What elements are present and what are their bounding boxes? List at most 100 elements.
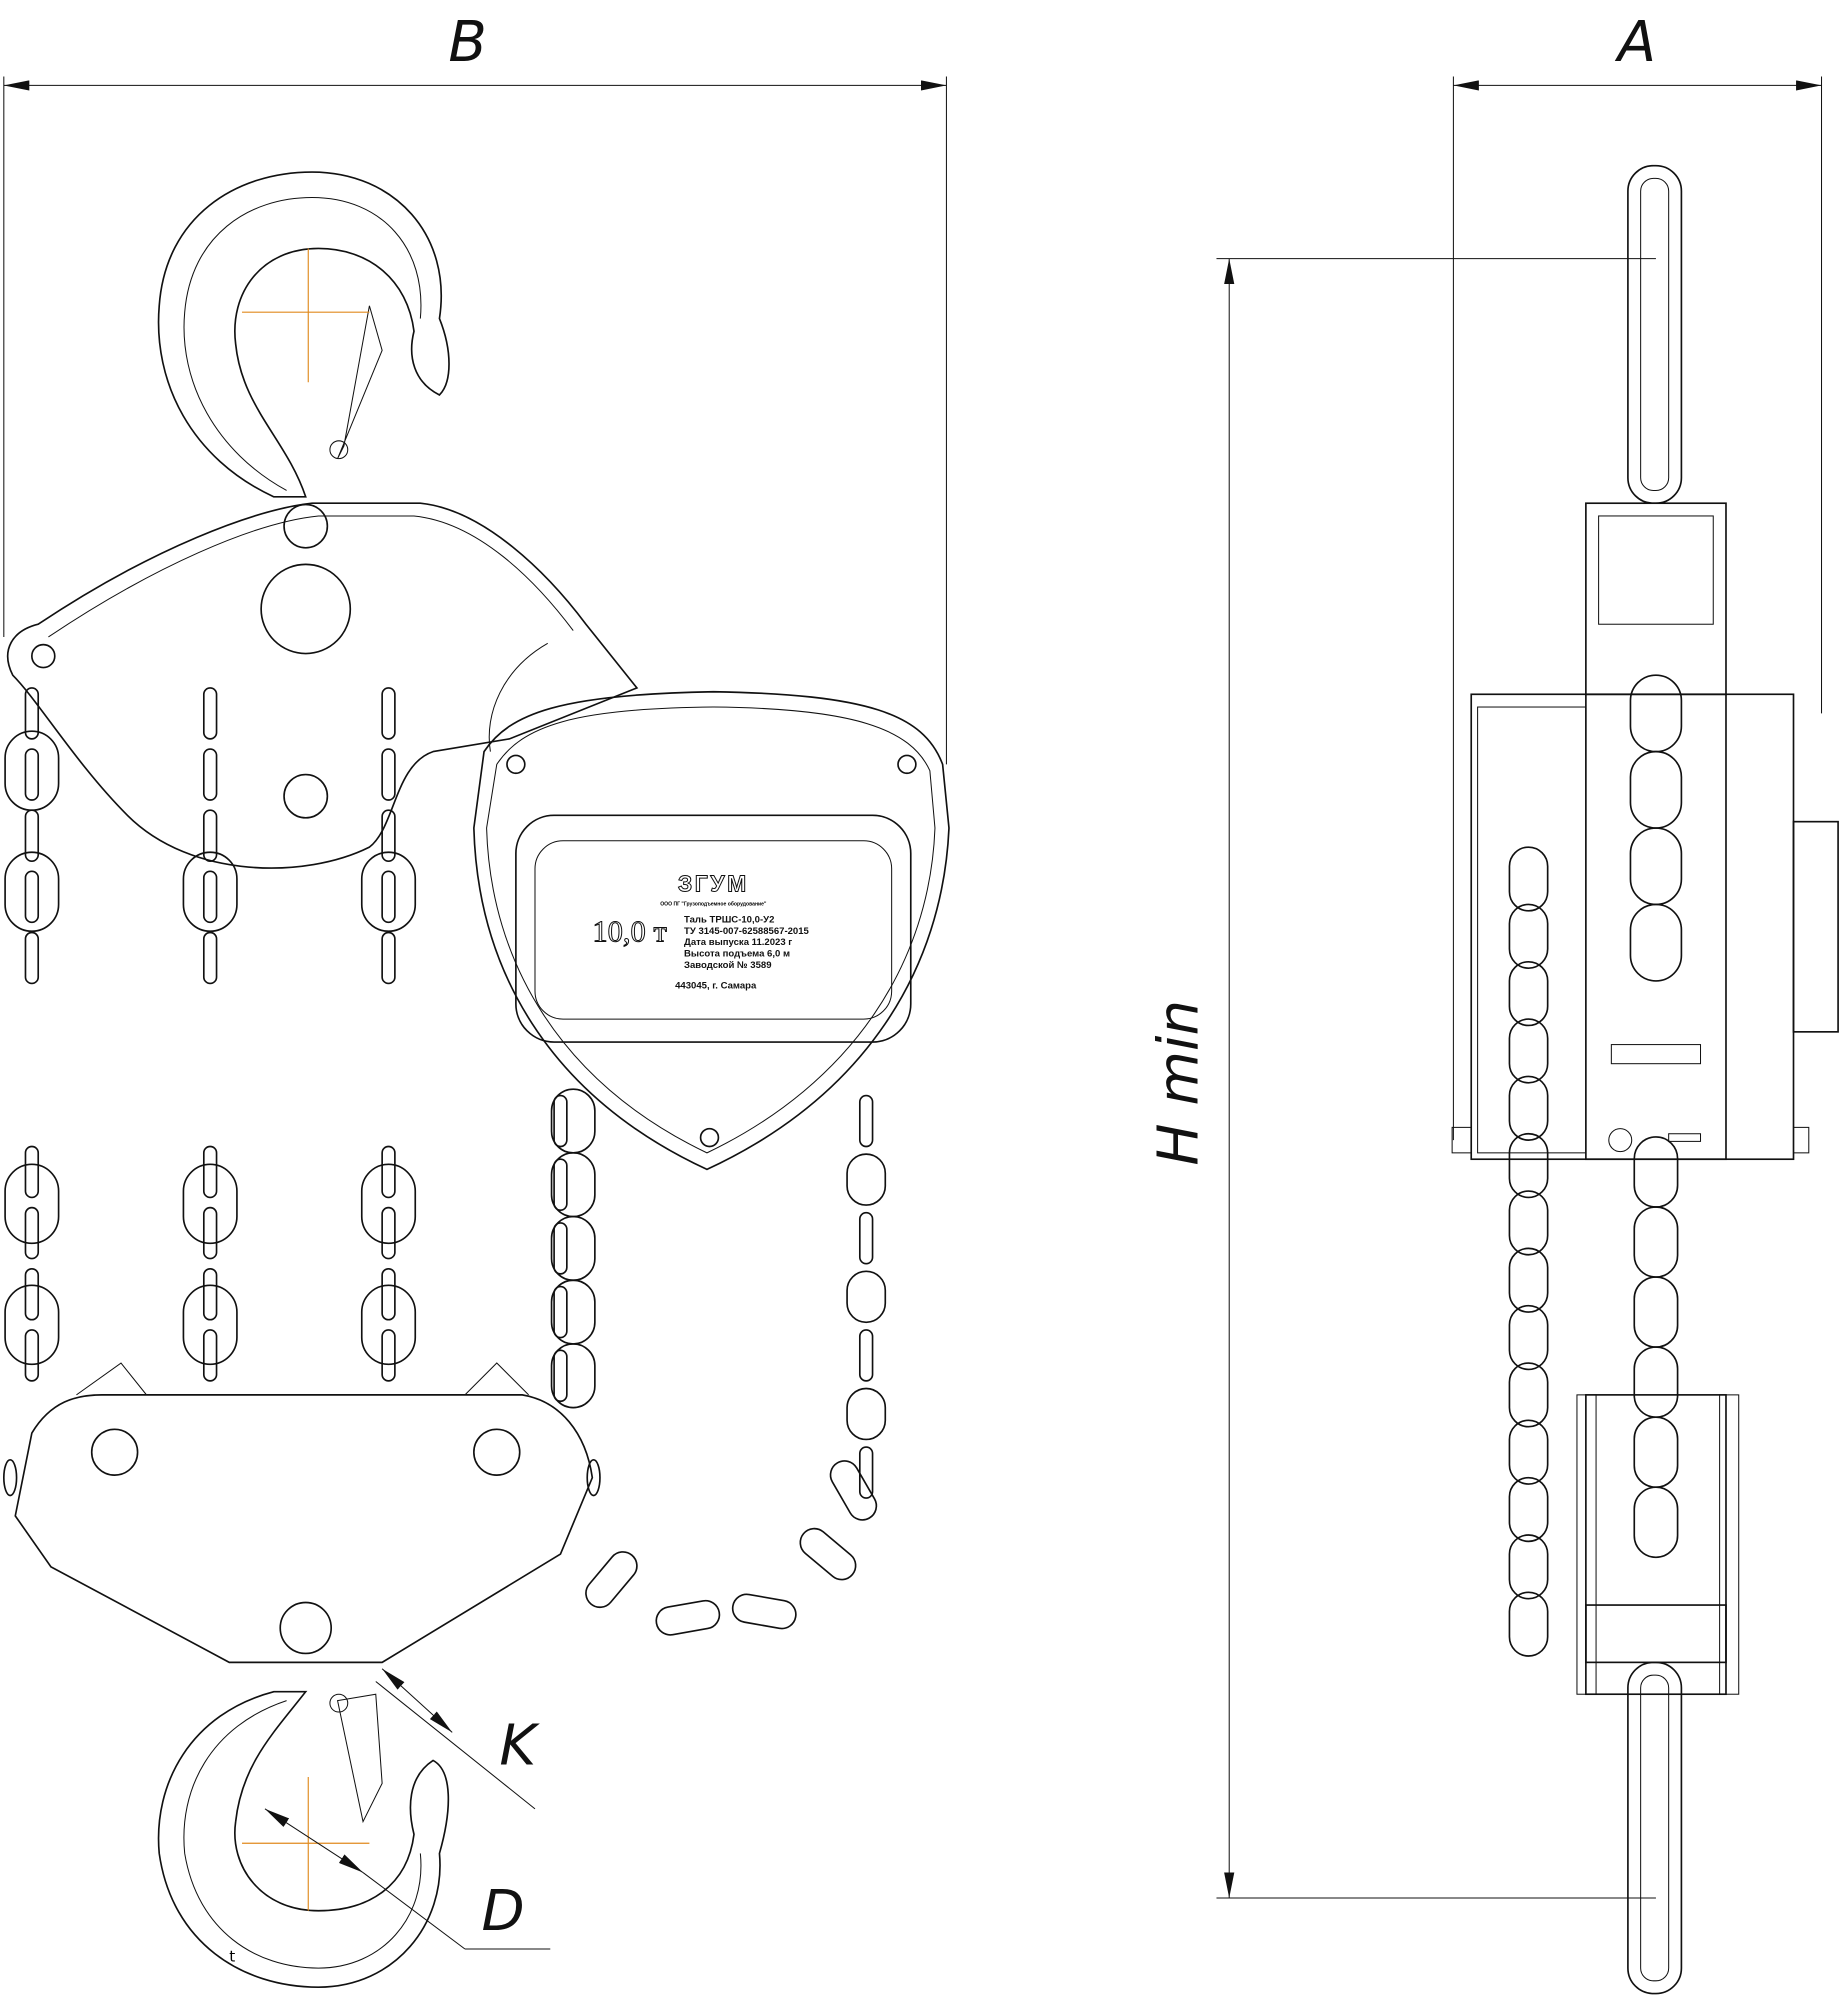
chain-link	[202, 870, 218, 924]
chain-link	[1508, 1419, 1549, 1485]
chain-link	[1629, 750, 1683, 829]
chain-link	[846, 1153, 887, 1206]
dimension-h-min-label: H min	[1146, 1000, 1211, 1166]
chain-link	[1508, 1132, 1549, 1199]
chain-link	[4, 1284, 60, 1366]
chain-link	[655, 1599, 721, 1636]
bottom-hook-block	[2, 1362, 601, 1664]
chain-link	[1508, 1190, 1549, 1256]
chain-link	[846, 1270, 887, 1324]
chain-link	[24, 1267, 40, 1321]
chain-link	[4, 1163, 60, 1245]
chain-link	[182, 1284, 238, 1366]
dimension-h-min: H min	[1146, 258, 1656, 1899]
chain-link	[1508, 1362, 1549, 1428]
plate-address: 443045, г. Самара	[675, 981, 757, 992]
chain-link	[24, 870, 40, 924]
chain-link	[1508, 1075, 1549, 1141]
chain-link	[1633, 1276, 1679, 1348]
chain-link	[381, 931, 396, 985]
chain-link	[360, 1163, 417, 1245]
chain-link	[24, 1329, 40, 1382]
chain-link	[24, 809, 40, 862]
chain-link	[553, 1158, 568, 1212]
chain-link	[553, 1222, 568, 1275]
chain-link	[1508, 903, 1549, 969]
chain-link	[24, 1206, 40, 1260]
chain-link	[1629, 674, 1683, 753]
hook-marking: t	[229, 1948, 235, 1966]
top-hook	[157, 171, 450, 498]
capacity-label: 10,0 т	[592, 914, 666, 948]
chain-link	[4, 730, 60, 812]
chain-link	[799, 1527, 857, 1581]
chain-link	[1633, 1136, 1679, 1208]
chain-link	[202, 1206, 218, 1260]
chain-link	[381, 687, 396, 740]
chain-link	[1508, 846, 1549, 912]
chain-link	[1633, 1486, 1679, 1559]
plate-line: Таль ТРШС-10,0-У2	[684, 914, 774, 925]
dimension-d: D	[264, 1808, 551, 1950]
chain-link	[1633, 1346, 1679, 1418]
dimension-b: B	[3, 10, 947, 765]
chain-link	[846, 1387, 887, 1441]
chain-link	[381, 1206, 396, 1260]
chain-link	[202, 748, 218, 801]
chain-link	[24, 1145, 40, 1199]
chain-link	[182, 851, 238, 933]
load-chains	[4, 674, 1683, 1657]
chain-link	[360, 851, 417, 933]
chain-link	[182, 1163, 238, 1245]
plate-line: Заводской № 3589	[684, 960, 772, 971]
plate-line: Высота подъема 6,0 м	[684, 949, 790, 960]
dimension-d-label: D	[481, 1879, 524, 1944]
chain-link	[1633, 1206, 1679, 1278]
chain-link	[381, 870, 396, 924]
chain-link	[381, 748, 396, 801]
chain-link	[1508, 1247, 1549, 1313]
chain-link	[1508, 960, 1549, 1027]
chain-link	[550, 1279, 596, 1345]
chain-link	[550, 1088, 596, 1154]
chain-link	[858, 1446, 874, 1499]
chain-link	[550, 1215, 596, 1282]
top-body-plate	[7, 502, 639, 869]
chain-link	[1629, 827, 1683, 906]
chain-link	[202, 1267, 218, 1321]
dimension-b-label: B	[448, 10, 486, 75]
bottom-hook: t	[157, 1690, 450, 1989]
dimension-k: K	[375, 1668, 540, 1810]
chain-link	[202, 687, 218, 740]
chain-link	[731, 1593, 797, 1630]
nameplate: ЗГУМ ООО ПГ "Грузоподъемное оборудование…	[592, 870, 810, 992]
chain-link	[1629, 903, 1683, 982]
chain-link	[1508, 1304, 1549, 1371]
chain-link	[360, 1284, 417, 1366]
chain-link	[24, 748, 40, 801]
company-name: ООО ПГ "Грузоподъемное оборудование"	[660, 901, 767, 908]
chain-link	[1508, 1476, 1549, 1543]
handwheel-housing	[473, 642, 950, 1171]
chain-link	[1508, 1591, 1549, 1657]
chain-link	[381, 1145, 396, 1199]
chain-link	[858, 1329, 874, 1382]
chain-link	[553, 1094, 568, 1148]
chain-link	[1508, 1018, 1549, 1084]
chain-link	[858, 1094, 874, 1148]
chain-link	[381, 809, 396, 862]
dimension-k-label: K	[499, 1713, 540, 1778]
chain-link	[858, 1211, 874, 1265]
chain-link	[202, 809, 218, 862]
dimension-a-label: A	[1615, 10, 1656, 75]
chain-link	[381, 1267, 396, 1321]
chain-link	[381, 1329, 396, 1382]
chain-link	[202, 1145, 218, 1199]
chain-link	[1508, 1534, 1549, 1600]
chain-link	[202, 931, 218, 985]
chain-link	[553, 1285, 568, 1339]
chain-link	[585, 1551, 638, 1609]
dimension-a: A	[1452, 10, 1823, 1141]
chain-link	[24, 931, 40, 985]
